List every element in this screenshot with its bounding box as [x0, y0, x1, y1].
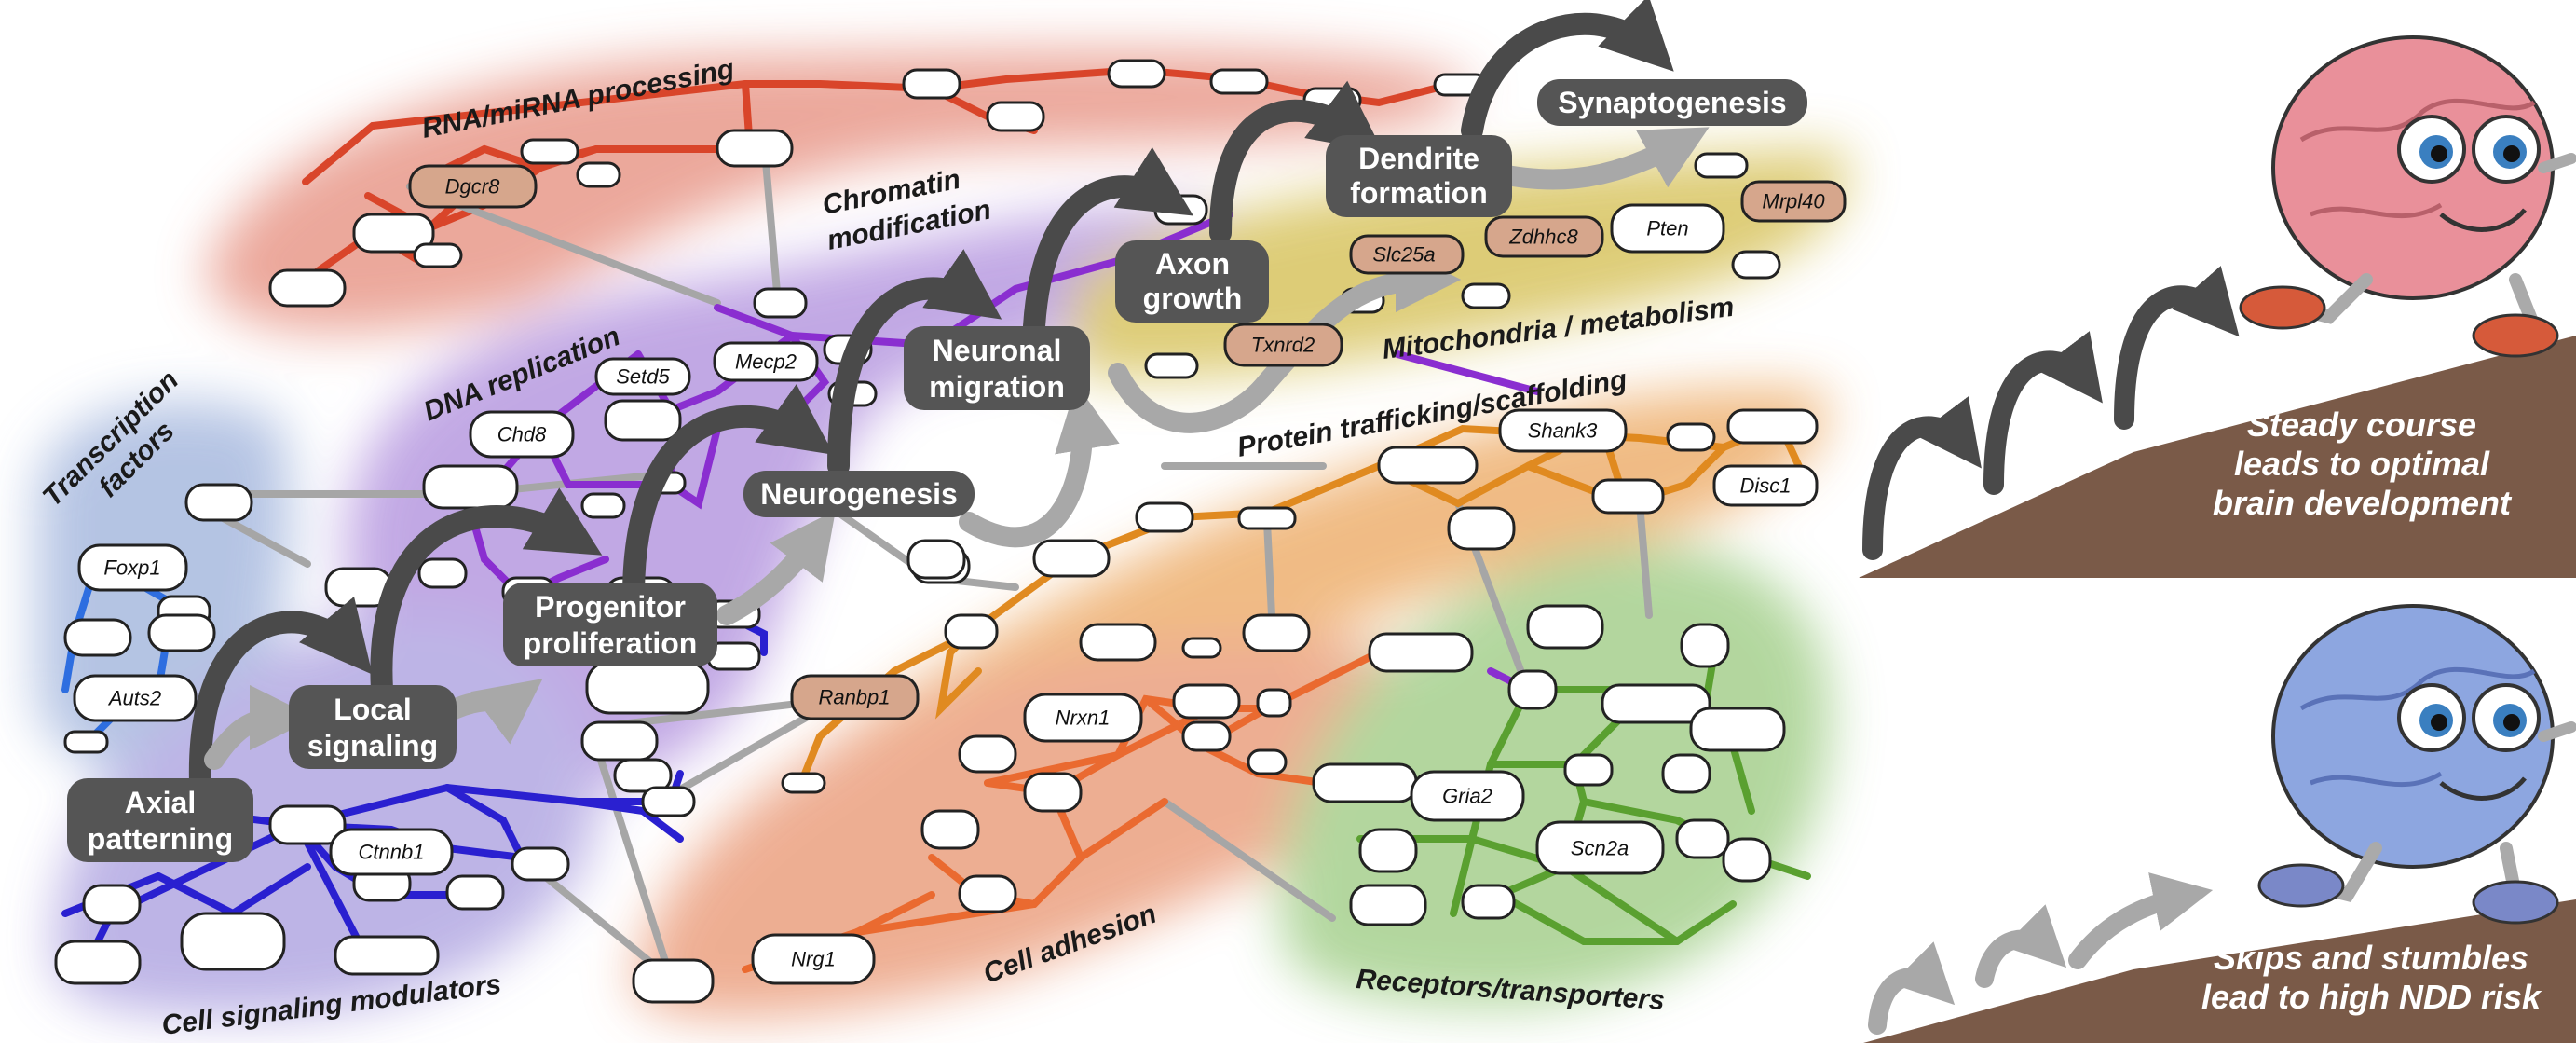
svg-text:patterning: patterning: [88, 822, 233, 856]
gene-chd8: Chd8: [469, 410, 575, 459]
svg-text:Pten: Pten: [1646, 217, 1688, 240]
svg-text:formation: formation: [1350, 176, 1488, 210]
svg-text:Axial: Axial: [125, 786, 196, 819]
gene-nrxn1: Nrxn1: [1023, 693, 1143, 743]
gene-pten: Pten: [1610, 203, 1725, 254]
hill-risk: [1863, 899, 2576, 1043]
optimal-caption-2: leads to optimal: [2234, 445, 2490, 483]
svg-text:Mecp2: Mecp2: [735, 350, 797, 374]
gene-scn2a: Scn2a: [1535, 820, 1665, 875]
gene-ranbp1: Ranbp1: [790, 674, 920, 720]
gene-auts2: Auts2: [73, 674, 198, 722]
shoe-left: [2239, 285, 2326, 330]
shoe-right: [2472, 880, 2559, 925]
stage-neurogenesis: Neurogenesis: [743, 471, 975, 517]
svg-text:Setd5: Setd5: [616, 365, 670, 389]
stage-arrows: [188, 0, 1710, 794]
svg-text:Shank3: Shank3: [1528, 419, 1598, 443]
svg-text:migration: migration: [929, 370, 1065, 404]
svg-text:Gria2: Gria2: [1442, 785, 1492, 808]
gene-ctnnb1: Ctnnb1: [329, 828, 454, 876]
gene-foxp1: Foxp1: [77, 543, 188, 592]
svg-text:Dendrite: Dendrite: [1358, 142, 1479, 175]
gene-nodes: Dgcr8 Slc25a Zdhhc8 Pten Mrpl40 Txnrd2 S…: [73, 164, 1847, 985]
shoe-right: [2472, 313, 2559, 358]
adhesion-region: [634, 638, 1478, 1019]
svg-text:Scn2a: Scn2a: [1571, 837, 1629, 860]
svg-text:Txnrd2: Txnrd2: [1251, 334, 1315, 357]
gene-slc25a: Slc25a: [1349, 234, 1465, 275]
rna-region: [205, 49, 1472, 333]
svg-text:Neurogenesis: Neurogenesis: [760, 477, 958, 511]
gene-zdhhc8: Zdhhc8: [1484, 215, 1604, 258]
svg-text:Chd8: Chd8: [497, 423, 547, 446]
stage-synaptogenesis: Synaptogenesis: [1537, 79, 1807, 126]
gene-dgcr8: Dgcr8: [408, 164, 538, 209]
gene-disc1: Disc1: [1712, 464, 1819, 507]
svg-text:Synaptogenesis: Synaptogenesis: [1558, 86, 1786, 119]
risk-caption-2: lead to high NDD risk: [2201, 978, 2542, 1016]
svg-text:Slc25a: Slc25a: [1372, 243, 1435, 267]
gene-shank3: Shank3: [1498, 408, 1628, 453]
svg-text:Progenitor: Progenitor: [535, 590, 686, 624]
svg-text:Neuronal: Neuronal: [933, 334, 1062, 367]
svg-text:Axon: Axon: [1155, 247, 1230, 281]
svg-text:proliferation: proliferation: [524, 626, 698, 660]
gene-mrpl40: Mrpl40: [1740, 180, 1847, 223]
outcome-panel-risk: Skips and stumbles lead to high NDD risk: [1863, 604, 2576, 1043]
svg-text:growth: growth: [1143, 281, 1243, 315]
gene-gria2: Gria2: [1410, 770, 1525, 822]
gene-nrg1: Nrg1: [751, 933, 876, 985]
svg-text:Ctnnb1: Ctnnb1: [359, 841, 425, 864]
gene-mecp2: Mecp2: [713, 341, 819, 382]
gene-setd5: Setd5: [594, 357, 691, 396]
svg-text:Foxp1: Foxp1: [103, 556, 160, 580]
brain-character-optimal: [2239, 35, 2576, 358]
svg-text:Auts2: Auts2: [107, 687, 161, 710]
svg-text:Nrg1: Nrg1: [791, 948, 836, 971]
svg-text:signaling: signaling: [307, 729, 438, 762]
svg-text:Disc1: Disc1: [1739, 474, 1791, 498]
svg-text:Mrpl40: Mrpl40: [1762, 190, 1825, 213]
optimal-caption-1: Steady course: [2247, 405, 2476, 444]
svg-text:Zdhhc8: Zdhhc8: [1508, 226, 1578, 249]
gene-txnrd2: Txnrd2: [1223, 323, 1343, 367]
svg-text:Ranbp1: Ranbp1: [818, 686, 890, 709]
brain-character-risk: [2257, 604, 2576, 925]
svg-text:Dgcr8: Dgcr8: [445, 175, 500, 199]
svg-text:Nrxn1: Nrxn1: [1056, 707, 1111, 730]
hill-optimal: [1859, 336, 2576, 578]
svg-text:Local: Local: [334, 693, 412, 726]
outcome-panel-optimal: Steady course leads to optimal brain dev…: [1859, 35, 2576, 578]
optimal-caption-3: brain development: [2213, 484, 2513, 522]
risk-caption-1: Skips and stumbles: [2214, 939, 2528, 977]
shoe-left: [2257, 863, 2345, 908]
